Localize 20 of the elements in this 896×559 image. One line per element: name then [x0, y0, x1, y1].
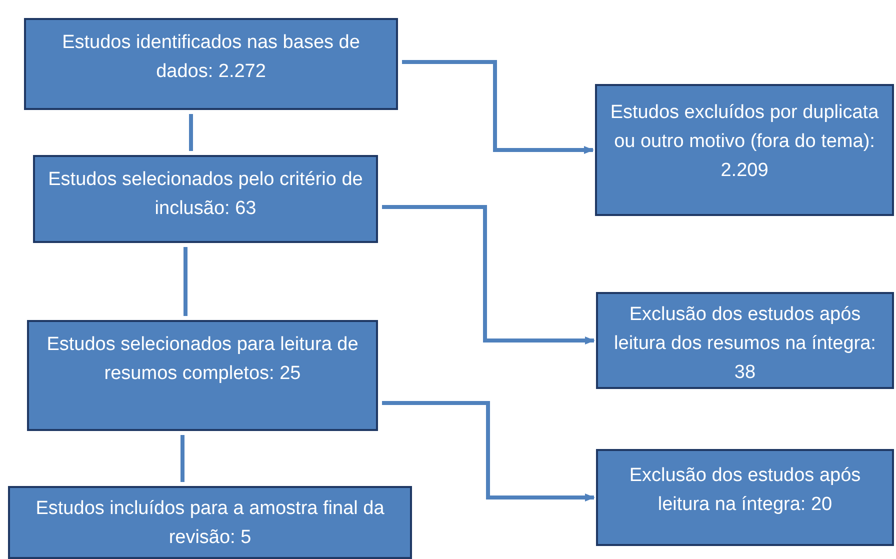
- box-text: Estudos identificados nas bases de dados: 2.272: [61, 31, 361, 84]
- process-box: [595, 84, 894, 216]
- box-text: Estudos excluídos por duplicata ou outro motivo (fora do tema): 2.209: [609, 101, 880, 183]
- box-text: Estudos selecionados para leitura de resumos completos: 25: [46, 333, 360, 386]
- process-box: [596, 449, 894, 546]
- arrow: [382, 401, 595, 502]
- connector-line: [189, 114, 193, 151]
- arrow: [402, 60, 594, 154]
- box-text: Exclusão dos estudos após leitura na íntegra: 20: [628, 464, 862, 517]
- process-box: [8, 486, 412, 559]
- box-text: Exclusão dos estudos após leitura dos resumos na íntegra: 38: [613, 303, 877, 385]
- arrow: [382, 205, 595, 344]
- box-text: Estudos incluídos para a amostra final da revisão: 5: [34, 497, 386, 550]
- process-box: [33, 155, 378, 243]
- connector-line: [184, 247, 188, 316]
- process-box: [596, 292, 894, 389]
- process-box: [27, 320, 378, 431]
- connector-line: [180, 435, 184, 482]
- box-text: Estudos selecionados pelo critério de inclusão: 63: [47, 168, 364, 221]
- process-box: [24, 18, 398, 110]
